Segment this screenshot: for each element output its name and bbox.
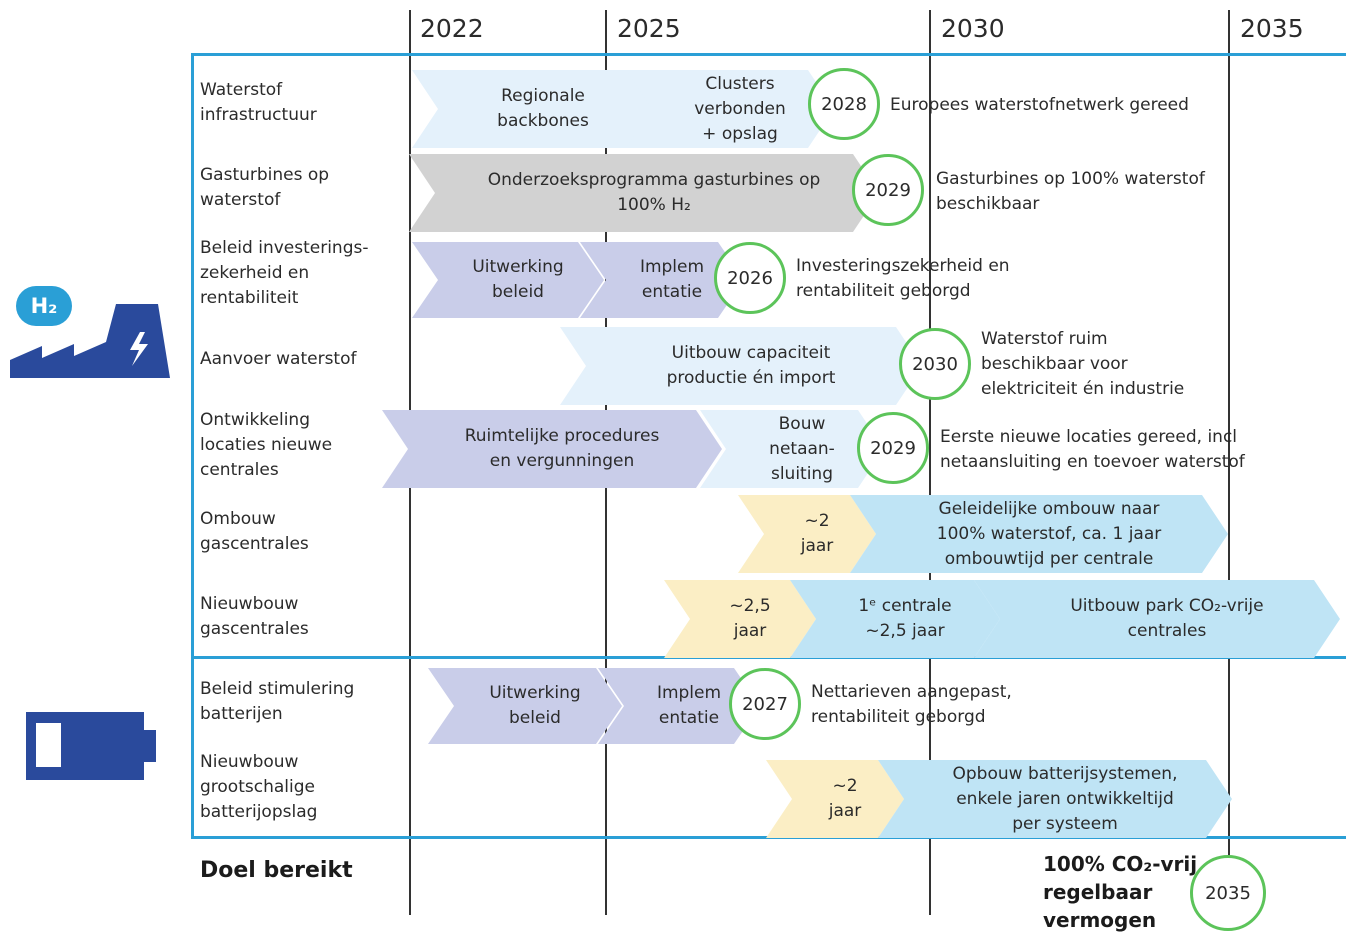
arrow-ruimtelijke-procedures: Ruimtelijke procedures en vergunningen [382,410,722,488]
year-line-2035 [1228,10,1230,915]
arrow-onderzoeksprogramma: Onderzoeksprogramma gasturbines op 100% … [409,154,879,232]
goal-text: 100% CO₂-vrij regelbaar vermogen [1043,852,1198,932]
arrow-geleidelijke-ombouw: Geleidelijke ombouw naar 100% waterstof,… [850,495,1228,573]
arrow-batterij-voorbereiding: ~2 jaar [766,760,904,838]
milestone-2029-gasturbines: 2029 [852,154,924,226]
milestone-text-2028: Europees waterstofnetwerk gereed [890,95,1189,115]
battery-icon [26,712,156,780]
arrow-opbouw-batterijsystemen: Opbouw batterijsystemen, enkele jaren on… [878,760,1232,838]
arrow-uitwerking-beleid: Uitwerking beleid [412,242,604,318]
milestone-2026: 2026 [714,242,786,314]
arrow-uitbouw-capaciteit: Uitbouw capaciteit productie én import [560,327,922,405]
milestone-2030: 2030 [899,328,971,400]
arrow-uitbouw-park: Uitbouw park CO₂-vrije centrales [974,580,1340,658]
row-label-ombouw: Ombouw gascentrales [200,509,309,554]
arrow-ombouw-voorbereiding: ~2 jaar [738,495,876,573]
milestone-text-locaties: Eerste nieuwe locaties gereed, incl neta… [940,427,1245,472]
goal-label: Doel bereikt [200,858,353,883]
arrow-bouw-netaansluiting: Bouw netaan- sluiting [700,410,884,488]
arrow-uitwerking-beleid-batterijen: Uitwerking beleid [428,668,622,744]
row-label-beleid-batterijen: Beleid stimulering batterijen [200,679,355,724]
milestone-text-2026: Investeringszekerheid en rentabiliteit g… [796,256,1010,301]
year-label-2030: 2030 [941,14,1005,43]
row-label-gasturbines: Gasturbines op waterstof [200,165,330,210]
year-label-2035: 2035 [1240,14,1304,43]
year-label-2025: 2025 [617,14,681,43]
milestone-text-2027: Nettarieven aangepast, rentabiliteit geb… [811,682,1012,727]
milestone-2028: 2028 [808,68,880,140]
arrow-clusters-verbonden: Clusters verbonden + opslag [626,70,834,148]
year-line-2030 [929,10,931,915]
milestone-2027: 2027 [729,668,801,740]
hydrogen-factory-icon [8,282,173,382]
arrow-regionale-backbones: Regionale backbones [412,70,654,148]
milestone-text-2030: Waterstof ruim beschikbaar voor elektric… [981,329,1185,399]
milestone-text-gasturbines: Gasturbines op 100% waterstof beschikbaa… [936,169,1205,214]
arrow-eerste-centrale: 1ᵉ centrale ~2,5 jaar [790,580,1000,658]
milestone-2029-locaties: 2029 [857,412,929,484]
row-label-beleid-investeringen: Beleid investerings- zekerheid en rentab… [200,238,369,308]
row-label-waterstof-infrastructuur: Waterstof infrastructuur [200,80,317,125]
year-label-2022: 2022 [420,14,484,43]
h2-badge-icon: H₂ [16,286,72,326]
milestone-2035-goal: 2035 [1190,855,1266,931]
row-label-batterijopslag: Nieuwbouw grootschalige batterijopslag [200,752,318,822]
row-label-ontwikkeling-locaties: Ontwikkeling locaties nieuwe centrales [200,410,333,480]
row-label-nieuwbouw-gascentrales: Nieuwbouw gascentrales [200,594,309,639]
row-label-aanvoer-waterstof: Aanvoer waterstof [200,349,357,369]
